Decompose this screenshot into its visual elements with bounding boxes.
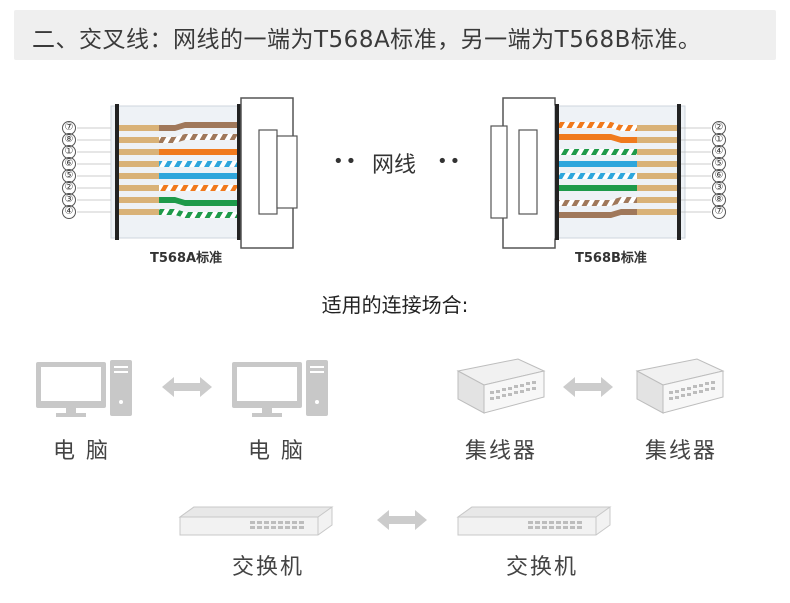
left-connector-drawing <box>77 97 298 249</box>
device-label-hub: 集线器 <box>465 439 538 464</box>
cable-dots-left: •• <box>333 151 359 172</box>
page-title: 二、交叉线：网线的一端为T568A标准，另一端为T568B标准。 <box>32 27 702 53</box>
device-label-computer: 电 脑 <box>248 439 305 464</box>
device-label-computer: 电 脑 <box>53 439 110 464</box>
device-label-switch: 交换机 <box>232 555 305 580</box>
hub-icon <box>456 358 546 414</box>
device-label-switch: 交换机 <box>506 555 579 580</box>
cable-label: 网线 <box>372 153 417 178</box>
computer-icon <box>232 360 328 417</box>
double-arrow-icon <box>377 510 427 530</box>
hub-icon <box>635 358 725 414</box>
right-connector-drawing <box>490 97 711 249</box>
usage-title: 适用的连接场合: <box>321 293 469 317</box>
switch-icon <box>178 506 334 536</box>
double-arrow-icon <box>162 377 212 397</box>
double-arrow-icon <box>563 377 613 397</box>
switch-icon <box>456 506 612 536</box>
right-connector-caption: T568B标准 <box>575 251 647 266</box>
left-pin-label: ④ <box>62 205 76 219</box>
right-pin-label: ⑦ <box>712 205 726 219</box>
device-label-hub: 集线器 <box>645 439 718 464</box>
left-connector-caption: T568A标准 <box>150 251 223 266</box>
computer-icon <box>36 360 132 417</box>
title-bar: 二、交叉线：网线的一端为T568A标准，另一端为T568B标准。 <box>14 10 776 60</box>
cable-dots-right: •• <box>437 151 463 172</box>
